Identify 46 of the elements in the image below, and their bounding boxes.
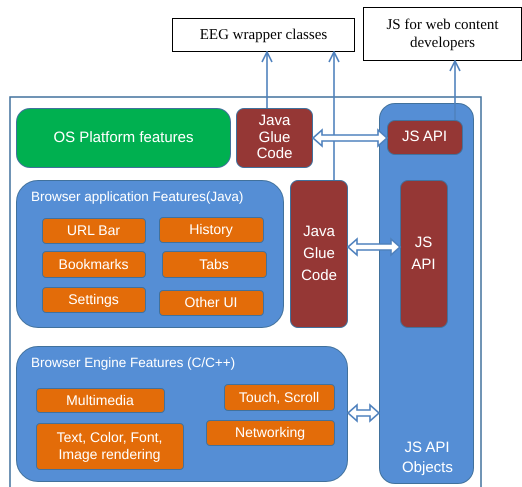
label-box — [172, 18, 355, 52]
box-label: Java Glue Code — [300, 222, 338, 286]
box-label: Java Glue Code — [256, 113, 294, 163]
box-label: Text, Color, Font, Image rendering — [56, 429, 164, 463]
box-label: Bookmarks — [58, 256, 129, 272]
feature-panel — [16, 180, 284, 328]
feature-box — [158, 216, 264, 242]
box-label: URL Bar — [66, 222, 120, 239]
box-label: JS API Objects — [402, 438, 452, 477]
api-column — [379, 103, 474, 484]
box-label: Multimedia — [66, 392, 134, 408]
box-label: JS API — [410, 232, 437, 274]
box-label: OS Platform features — [53, 129, 194, 147]
box-label: JS API — [402, 128, 448, 146]
arrow — [328, 51, 340, 180]
double-arrow — [346, 403, 380, 423]
feature-box — [42, 286, 146, 312]
glue-box — [400, 180, 448, 328]
box-label: Touch, Scroll — [238, 388, 320, 406]
feature-box — [42, 250, 146, 278]
glue-box — [236, 108, 313, 168]
box-label: History — [189, 221, 233, 238]
feature-box — [158, 290, 264, 316]
glue-box — [290, 180, 348, 328]
double-arrow — [346, 237, 402, 257]
feature-box — [206, 420, 334, 446]
feature-panel — [16, 346, 348, 482]
arrow — [261, 51, 273, 108]
double-arrow — [312, 128, 388, 148]
glue-box — [386, 120, 462, 154]
feature-box — [36, 388, 164, 412]
box-label: EEG wrapper classes — [200, 26, 328, 44]
box-label: Browser Engine Features (C/C++) — [31, 355, 236, 372]
box-label: Other UI — [184, 294, 238, 311]
box-label: Settings — [68, 291, 119, 308]
feature-box — [36, 422, 184, 470]
box-label: JS for web content developers — [385, 16, 500, 52]
box-label: Tabs — [199, 256, 229, 272]
arrow — [449, 60, 461, 120]
box-label: Browser application Features(Java) — [31, 189, 244, 206]
box-label: Networking — [234, 424, 306, 441]
label-box — [363, 7, 522, 61]
platform-box — [16, 108, 231, 168]
feature-box — [42, 218, 146, 244]
feature-box — [224, 384, 334, 410]
feature-box — [162, 250, 266, 278]
